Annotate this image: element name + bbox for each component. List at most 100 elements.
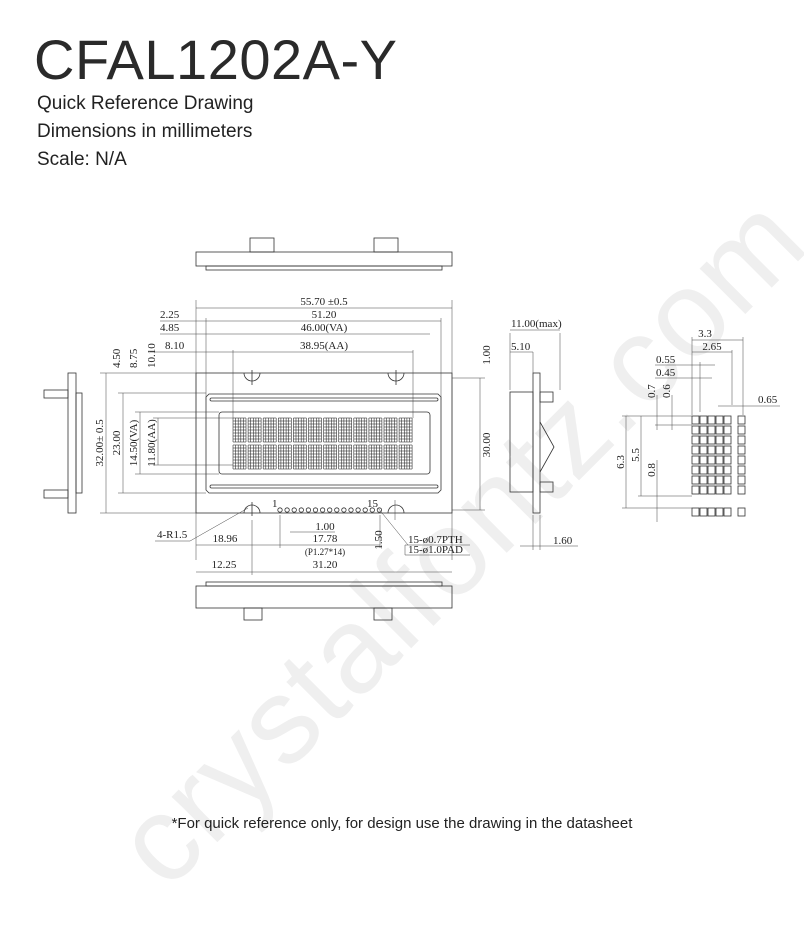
pixel-dot [707,475,716,485]
pixel-dot [737,485,746,495]
pixel-dot [691,465,700,475]
character-cell [398,417,413,443]
mechanical-drawing: 55.70 ±0.5 51.20 46.00(VA) 38.95(AA) 2.2… [43,237,780,621]
character-cell [262,417,277,443]
cursor-dot [737,507,746,517]
pixel-dot [723,425,732,435]
pin-15-label: 15 [367,498,379,510]
cursor-dot [707,507,716,517]
pixel-dot [691,415,700,425]
pixel-dot [715,425,724,435]
character-cell [368,444,383,470]
pixel-dot [707,415,716,425]
dim-dot-span-y: 5.5 [630,448,642,462]
dim-char-width: 3.3 [698,328,712,340]
character-cell [262,444,277,470]
dim-12-25: 12.25 [212,559,237,571]
pixel-dot [691,455,700,465]
character-cell [383,417,398,443]
pixel-dot [691,425,700,435]
dim-30-00: 30.00 [481,432,493,457]
dim-1-00-top: 1.00 [481,345,493,365]
top-view [195,237,453,271]
character-cell [247,444,262,470]
pixel-dot [737,415,746,425]
pixel-dot [707,435,716,445]
pixel-dot [715,435,724,445]
character-cell [293,444,307,470]
dim-10-10: 10.10 [146,343,158,368]
pin-pad [376,507,382,513]
pixel-dot [715,445,724,455]
pixel-dot [715,465,724,475]
bottom-view [195,581,453,621]
pin-pad [277,507,283,513]
character-cell [277,444,292,470]
dim-char-height: 6.3 [615,455,627,469]
pixel-dot [715,485,724,495]
dim-cursor-gap: 0.65 [758,394,778,406]
pixel-detail: 3.3 2.65 0.55 0.45 0.65 0.7 0.6 6.3 5.5 … [615,328,780,522]
subtitle: Quick Reference Drawing [37,93,254,114]
pixel-dot [691,485,700,495]
dim-cursor-offset: 0.8 [646,463,658,477]
pixel-dot [691,435,700,445]
pixel-dot [723,415,732,425]
character-cell [338,444,353,470]
scale-note: Scale: N/A [37,149,127,170]
character-cell [232,444,247,470]
pixel-dot [691,445,700,455]
pin-pad [291,507,297,513]
page-title: CFAL1202A-Y [34,28,398,91]
pixel-dot [715,455,724,465]
pixel-dot [723,445,732,455]
character-cell [277,417,292,443]
dim-17-78: 17.78 [313,533,338,545]
dim-max-depth: 11.00(max) [511,318,562,330]
pixel-dot [723,465,732,475]
dim-5-10: 5.10 [511,341,531,353]
pin-pad [369,507,375,513]
dim-va-width: 46.00(VA) [301,322,348,334]
dim-8-75: 8.75 [128,348,140,368]
pin-1-label: 1 [272,498,278,510]
pixel-dot [723,475,732,485]
pixel-dot [737,465,746,475]
pixel-dot [723,435,732,445]
hole-pad-label: 15-ø1.0PAD [408,544,463,556]
character-cell [232,417,247,443]
character-cell [398,444,413,470]
pixel-dot [699,425,708,435]
pixel-dot [715,415,724,425]
dim-dot-span: 2.65 [702,341,722,353]
left-side-view [43,372,83,514]
dim-dot-y: 0.6 [661,384,673,398]
pixel-dot [707,445,716,455]
cursor-dot [723,507,732,517]
pin-row [277,507,382,513]
character-cell [293,417,307,443]
character-grid [232,417,413,470]
pixel-dot [707,425,716,435]
dim-overall-height: 32.00± 0.5 [94,419,106,467]
pin-pad [284,507,290,513]
pin-pad [305,507,311,513]
character-cell [383,444,398,470]
character-cell [353,444,368,470]
pixel-dot [707,455,716,465]
character-cell [308,444,322,470]
dim-pin-pitch: 1.00 [315,521,335,533]
dim-18-96: 18.96 [213,533,238,545]
dim-pcb-width: 51.20 [312,309,337,321]
character-cell [308,417,322,443]
character-cell [368,417,383,443]
pin-pad [362,507,368,513]
pin-pad [312,507,319,513]
character-cell [353,417,368,443]
pixel-dot [737,455,746,465]
pin-pad [327,507,333,513]
character-cell [323,444,337,470]
pixel-dot [707,465,716,475]
pixel-dot [737,475,746,485]
units-note: Dimensions in millimeters [37,121,253,142]
